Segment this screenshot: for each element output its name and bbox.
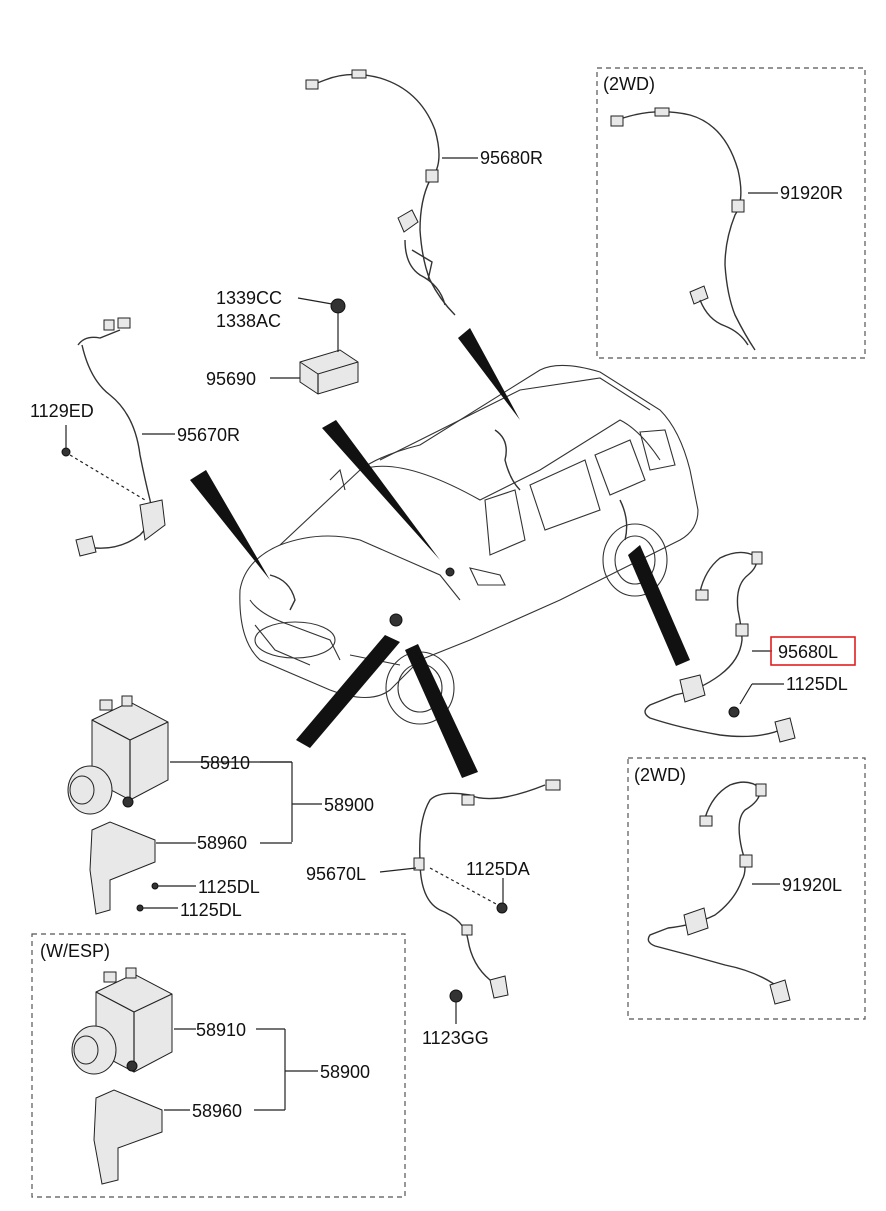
pointer-wedge (322, 420, 440, 560)
pointer-wedge (458, 328, 520, 420)
pointer-wedge (628, 545, 690, 666)
label-58960-bot: 58960 (192, 1101, 242, 1121)
label-91920r: 91920R (780, 183, 843, 203)
section-title-2wd-bottom: (2WD) (634, 765, 686, 785)
label-58910-top: 58910 (200, 753, 250, 773)
label-1339cc: 1339CC (216, 288, 282, 308)
section-title-2wd-top: (2WD) (603, 74, 655, 94)
label-58900-top: 58900 (324, 795, 374, 815)
label-58960-top: 58960 (197, 833, 247, 853)
sensor-95670l (413, 779, 561, 1003)
sensor-91920r (610, 107, 756, 351)
label-1338ac: 1338AC (216, 311, 281, 331)
section-box-2wd-bottom (627, 757, 866, 1020)
label-58910-bot: 58910 (196, 1020, 246, 1040)
sensor-95680l (644, 551, 796, 743)
sensor-91920l (647, 781, 791, 1005)
sensor-95680r (305, 69, 456, 316)
label-95690: 95690 (206, 369, 256, 389)
section-box-wesp (31, 933, 406, 1198)
highlight-box-95680l (770, 636, 856, 666)
label-1125dl-right: 1125DL (786, 674, 848, 694)
pointer-wedge (405, 644, 478, 778)
pointer-wedge (190, 470, 270, 580)
hecu-58900-top (67, 695, 169, 915)
label-1129ed: 1129ED (30, 401, 94, 421)
hecu-58900-wesp (71, 967, 173, 1185)
label-95670l: 95670L (306, 864, 366, 884)
section-title-wesp: (W/ESP) (40, 941, 110, 961)
label-1125dl-a: 1125DL (198, 877, 260, 897)
label-1125da: 1125DA (466, 859, 530, 879)
label-1123gg: 1123GG (422, 1028, 489, 1048)
label-95680r: 95680R (480, 148, 543, 168)
label-95670r: 95670R (177, 425, 240, 445)
label-95680l: 95680L (778, 642, 838, 662)
module-95690 (299, 298, 359, 395)
label-58900-bot: 58900 (320, 1062, 370, 1082)
section-box-2wd-top (596, 67, 866, 359)
label-1125dl-b: 1125DL (180, 900, 242, 920)
vehicle-illustration (239, 364, 699, 725)
label-91920l: 91920L (782, 875, 842, 895)
pointer-wedge (296, 635, 400, 748)
sensor-95670r (61, 317, 166, 557)
